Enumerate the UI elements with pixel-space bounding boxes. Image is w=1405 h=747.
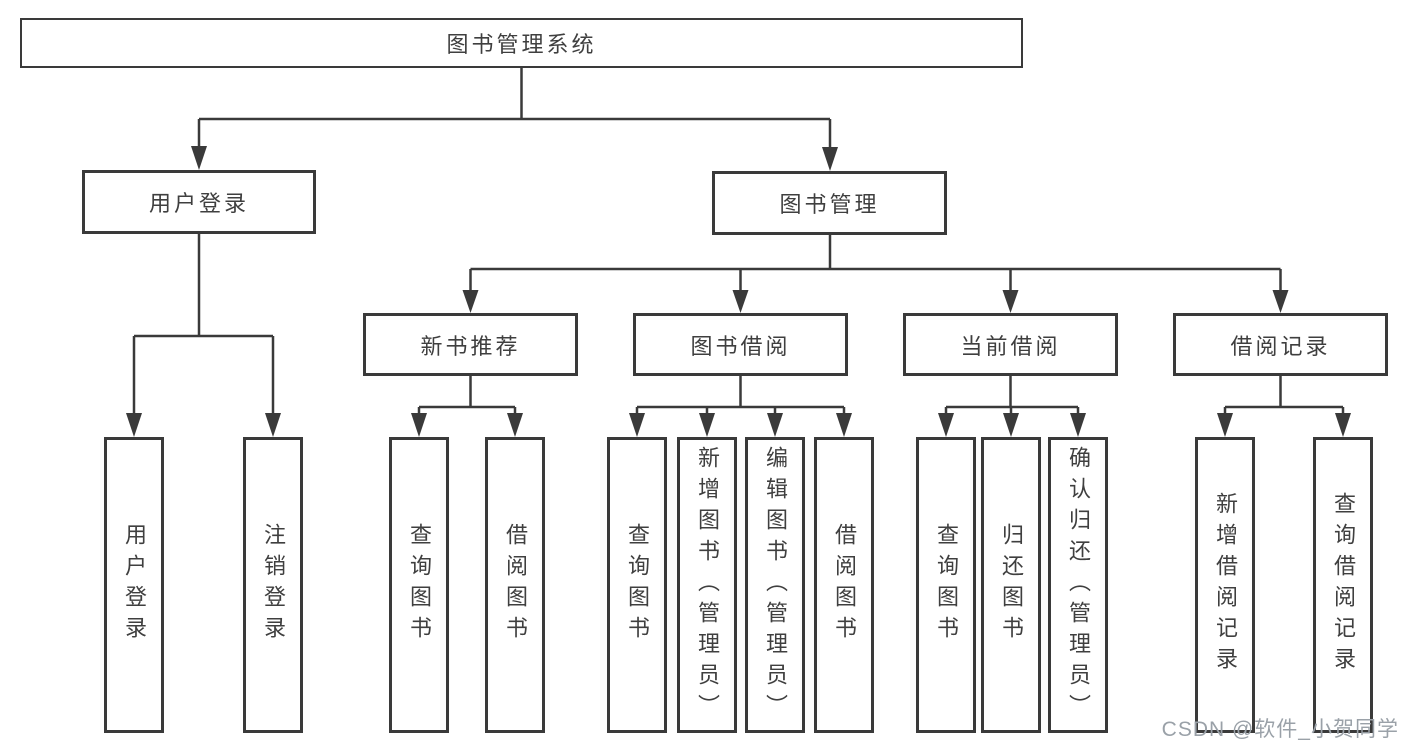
leaf-bb-edit-books-admin: 编辑图书（管理员）: [745, 437, 805, 733]
leaf-user-login: 用户登录: [104, 437, 164, 733]
leaf-bb-borrow-books-label: 借阅图书: [832, 523, 857, 647]
node-current-borrow-label: 当前借阅: [960, 333, 1061, 359]
node-borrow-records: 借阅记录: [1173, 313, 1388, 376]
node-root-system: 图书管理系统: [20, 18, 1023, 68]
leaf-bb-query-books: 查询图书: [607, 437, 667, 733]
leaf-rec-borrow-books: 借阅图书: [485, 437, 545, 733]
leaf-cb-query-books: 查询图书: [916, 437, 976, 733]
leaf-cb-confirm-return-admin-label: 确认归还（管理员）: [1066, 445, 1091, 725]
leaf-cb-query-books-label: 查询图书: [934, 523, 959, 647]
leaf-br-add-record: 新增借阅记录: [1195, 437, 1255, 733]
node-borrow-records-label: 借阅记录: [1230, 333, 1331, 359]
node-user-login-label: 用户登录: [148, 191, 249, 216]
leaf-br-query-record-label: 查询借阅记录: [1331, 492, 1356, 678]
leaf-logout-label: 注销登录: [261, 523, 286, 647]
leaf-bb-add-books-admin-label: 新增图书（管理员）: [695, 445, 720, 725]
leaf-cb-return-books-label: 归还图书: [999, 523, 1024, 647]
csdn-watermark: CSDN @软件_小贺同学: [1161, 718, 1399, 741]
leaf-bb-borrow-books: 借阅图书: [814, 437, 874, 733]
leaf-cb-confirm-return-admin: 确认归还（管理员）: [1048, 437, 1108, 733]
node-new-book-recommend: 新书推荐: [363, 313, 578, 376]
node-book-manage-label: 图书管理: [779, 192, 880, 217]
node-book-borrow: 图书借阅: [633, 313, 848, 376]
leaf-rec-query-books-label: 查询图书: [407, 523, 432, 647]
node-user-login: 用户登录: [82, 170, 316, 234]
leaf-rec-borrow-books-label: 借阅图书: [503, 523, 528, 647]
leaf-bb-query-books-label: 查询图书: [625, 523, 650, 647]
node-root-system-label: 图书管理系统: [446, 32, 597, 57]
leaf-bb-edit-books-admin-label: 编辑图书（管理员）: [763, 445, 788, 725]
leaf-bb-add-books-admin: 新增图书（管理员）: [677, 437, 737, 733]
leaf-br-query-record: 查询借阅记录: [1313, 437, 1373, 733]
leaf-br-add-record-label: 新增借阅记录: [1213, 492, 1238, 678]
leaf-user-login-label: 用户登录: [122, 523, 147, 647]
leaf-rec-query-books: 查询图书: [389, 437, 449, 733]
node-new-book-recommend-label: 新书推荐: [420, 333, 521, 359]
leaf-logout: 注销登录: [243, 437, 303, 733]
node-book-borrow-label: 图书借阅: [690, 333, 791, 359]
arrowheads: [126, 146, 1351, 437]
node-current-borrow: 当前借阅: [903, 313, 1118, 376]
node-book-manage: 图书管理: [712, 171, 947, 235]
leaf-cb-return-books: 归还图书: [981, 437, 1041, 733]
